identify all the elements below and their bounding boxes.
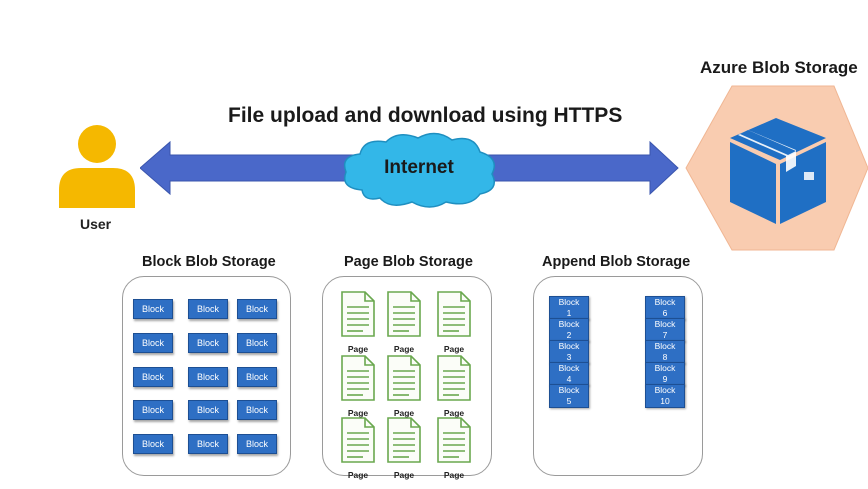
page-label: Page — [443, 470, 465, 480]
append-block-number: 4 — [566, 374, 572, 384]
document-icon — [384, 354, 424, 407]
azure-title: Azure Blob Storage — [700, 58, 858, 77]
box-icon — [730, 118, 826, 224]
page-blob-page: Page — [384, 416, 424, 480]
page-label: Page — [393, 344, 415, 354]
block-blob-title: Block Blob Storage — [142, 254, 276, 270]
page-label: Page — [443, 408, 465, 418]
document-icon — [338, 290, 378, 343]
append-block-label: Block — [558, 297, 580, 307]
append-block-number: 8 — [662, 352, 668, 362]
append-block-number: 9 — [662, 374, 668, 384]
page-blob-page: Page — [384, 354, 424, 418]
document-icon — [434, 416, 474, 469]
append-block-label: Block — [558, 363, 580, 373]
page-blob-page: Page — [338, 416, 378, 480]
block-blob-block: Block — [188, 434, 228, 454]
block-blob-block: Block — [188, 400, 228, 420]
append-block-number: 5 — [566, 396, 572, 406]
page-label: Page — [347, 344, 369, 354]
page-label: Page — [347, 408, 369, 418]
document-icon — [434, 354, 474, 407]
page-blob-title: Page Blob Storage — [344, 254, 473, 270]
page-blob-page: Page — [434, 290, 474, 354]
block-blob-block: Block — [237, 400, 277, 420]
page-label: Page — [443, 344, 465, 354]
cloud-icon — [343, 132, 495, 208]
block-blob-block: Block — [188, 367, 228, 387]
block-blob-block: Block — [133, 400, 173, 420]
user-label: User — [80, 216, 112, 232]
internet-label: Internet — [384, 157, 454, 178]
append-block-number: 2 — [566, 330, 572, 340]
append-block-number: 3 — [566, 352, 572, 362]
append-block-number: 1 — [566, 308, 572, 318]
append-block-number: 7 — [662, 330, 668, 340]
document-icon — [338, 416, 378, 469]
document-icon — [338, 354, 378, 407]
block-blob-block: Block — [237, 299, 277, 319]
block-blob-block: Block — [237, 434, 277, 454]
document-icon — [434, 290, 474, 343]
page-blob-page: Page — [338, 354, 378, 418]
append-block-label: Block — [654, 363, 676, 373]
block-blob-block: Block — [188, 333, 228, 353]
append-block-label: Block — [654, 297, 676, 307]
append-block-label: Block — [654, 319, 676, 329]
document-icon — [384, 416, 424, 469]
user-icon — [59, 125, 135, 208]
page-blob-page: Page — [338, 290, 378, 354]
block-blob-block: Block — [237, 367, 277, 387]
block-blob-block: Block — [133, 367, 173, 387]
append-block-number: 10 — [660, 396, 670, 406]
append-block-label: Block — [558, 319, 580, 329]
azure-blob-storage-icon — [685, 85, 868, 251]
append-block-number: 6 — [662, 308, 668, 318]
block-blob-block: Block — [133, 333, 173, 353]
page-blob-page: Page — [434, 354, 474, 418]
page-blob-page: Page — [384, 290, 424, 354]
block-blob-block: Block — [237, 333, 277, 353]
page-blob-page: Page — [434, 416, 474, 480]
block-blob-block: Block — [188, 299, 228, 319]
page-label: Page — [393, 470, 415, 480]
append-block-label: Block — [558, 385, 580, 395]
block-blob-block: Block — [133, 299, 173, 319]
append-block-label: Block — [558, 341, 580, 351]
diagram-title: File upload and download using HTTPS — [228, 104, 623, 127]
append-block-label: Block — [654, 341, 676, 351]
append-blob-title: Append Blob Storage — [542, 254, 691, 270]
document-icon — [384, 290, 424, 343]
append-block-label: Block — [654, 385, 676, 395]
block-blob-block: Block — [133, 434, 173, 454]
page-label: Page — [347, 470, 369, 480]
page-label: Page — [393, 408, 415, 418]
